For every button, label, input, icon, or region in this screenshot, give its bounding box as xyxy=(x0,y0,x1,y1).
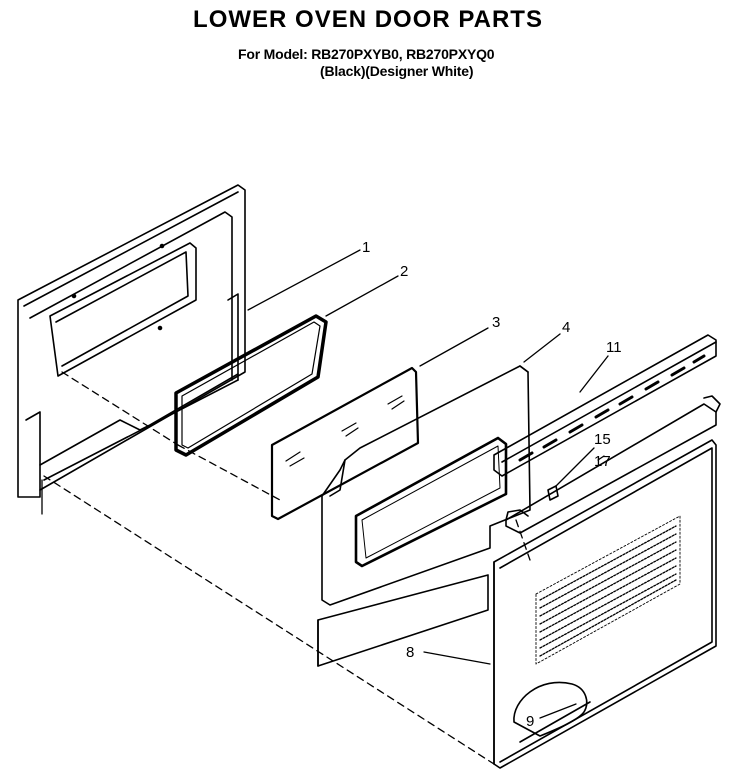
callout-15: 15 xyxy=(594,431,611,448)
door-handle xyxy=(505,395,721,534)
callout-8: 8 xyxy=(406,644,414,661)
callout-17: 17 xyxy=(594,453,611,470)
callout-11: 11 xyxy=(606,339,622,356)
door-liner-panel xyxy=(317,365,531,667)
callout-leaders xyxy=(41,249,609,719)
inner-door-panel xyxy=(17,184,246,498)
window-glass xyxy=(270,366,420,521)
callout-2: 2 xyxy=(400,263,408,280)
color-line: (Black)(Designer White) xyxy=(320,63,474,79)
callout-4: 4 xyxy=(562,319,570,336)
callout-9: 9 xyxy=(526,713,534,730)
gasket xyxy=(174,314,328,457)
vent-trim xyxy=(493,334,717,477)
diagram-title: LOWER OVEN DOOR PARTS xyxy=(193,6,543,33)
alignment-lines xyxy=(43,371,531,765)
model-line: For Model: RB270PXYB0, RB270PXYQ0 xyxy=(238,46,495,62)
callout-1: 1 xyxy=(362,239,370,256)
callout-3: 3 xyxy=(492,314,500,331)
